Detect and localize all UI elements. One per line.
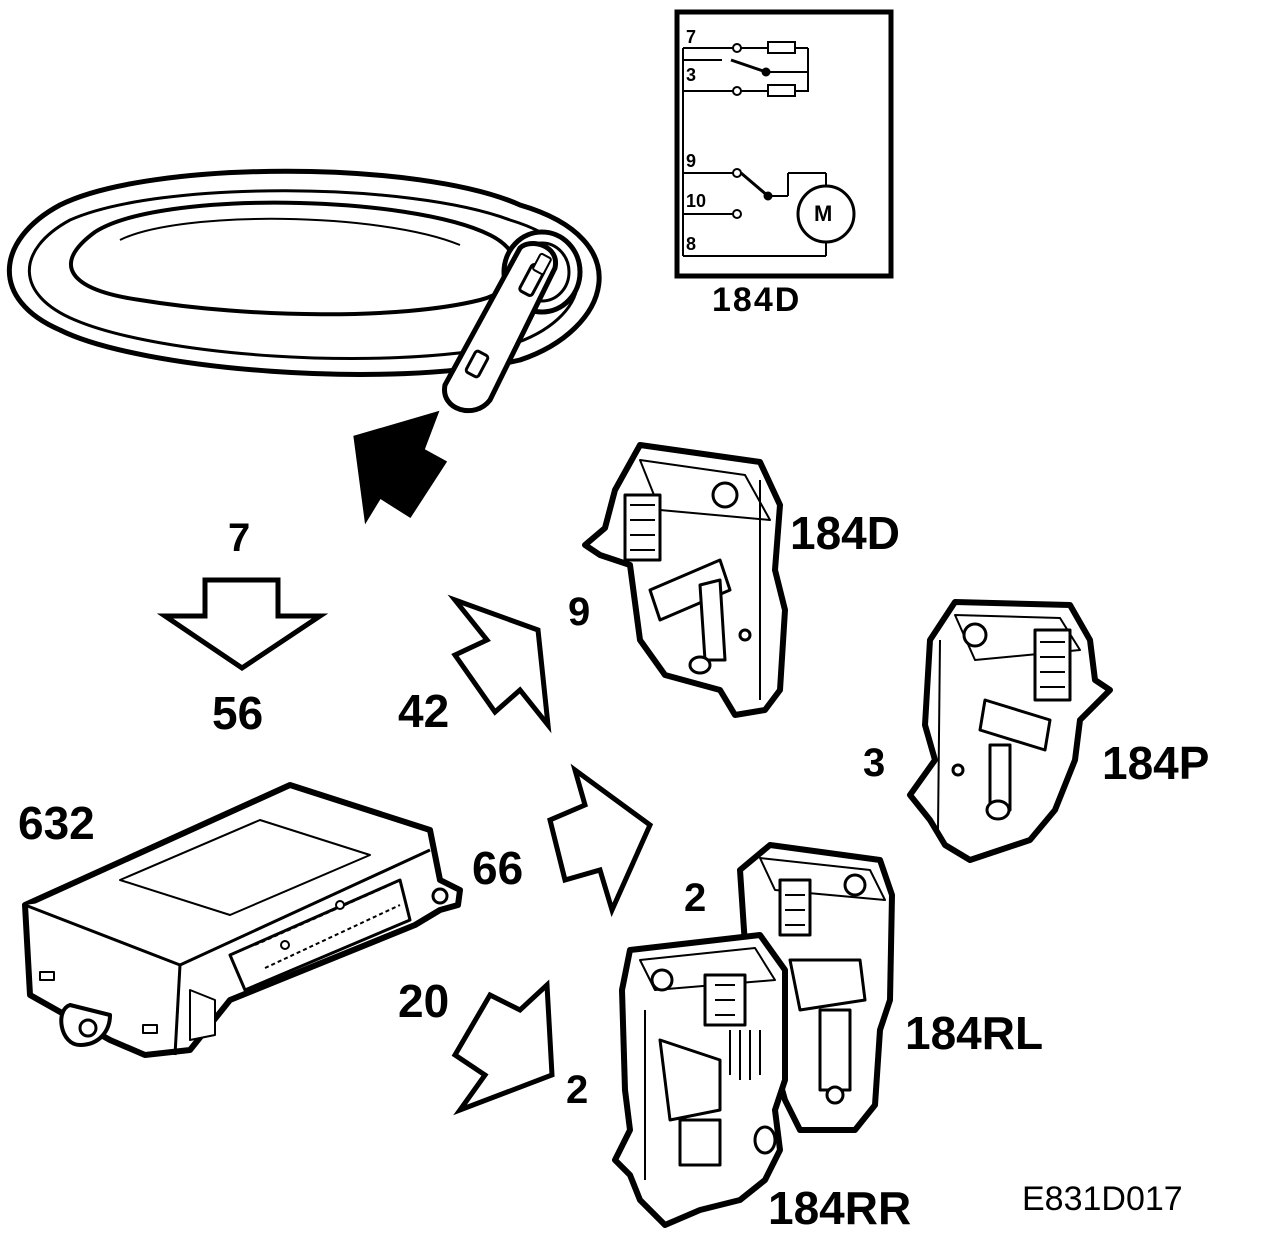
figure-code: E831D017: [1022, 1180, 1183, 1218]
door-handle: [6, 168, 602, 414]
arrow-label-7: 7: [228, 516, 251, 560]
schematic-pin-10: 10: [686, 191, 707, 211]
lock-184p-label: 184P: [1102, 737, 1210, 789]
lock-184rr: [612, 932, 788, 1228]
schematic-pin-7: 7: [686, 27, 697, 47]
arrow-42-icon: [447, 594, 552, 734]
schematic-pin-3: 3: [686, 65, 697, 85]
arrow-66-icon: [547, 763, 654, 918]
arrow-label-42: 42: [398, 685, 450, 737]
control-unit-label: 632: [18, 797, 95, 849]
open-down-arrow-icon: [156, 577, 329, 672]
lock-184d: [582, 442, 788, 718]
lock-184d-label: 184D: [790, 507, 900, 559]
lock-184rr-label: 184RR: [768, 1182, 912, 1234]
schematic-184d: [674, 9, 894, 279]
arrow-label-66: 66: [472, 842, 524, 894]
control-unit-632: [22, 782, 463, 1058]
motor-label: M: [814, 201, 833, 226]
lock-184rl-pin: 2: [684, 876, 707, 920]
schematic-pin-8: 8: [686, 234, 697, 254]
arrow-label-20: 20: [398, 975, 450, 1027]
solid-arrow-icon: [353, 410, 448, 525]
lock-184p: [907, 599, 1113, 863]
arrow-20-icon: [451, 979, 555, 1116]
schematic-title: 184D: [712, 281, 802, 319]
arrow-label-56: 56: [212, 687, 264, 739]
lock-184p-pin: 3: [863, 741, 886, 785]
lock-184rr-pin: 2: [566, 1068, 589, 1112]
lock-184rl-label: 184RL: [905, 1007, 1044, 1059]
lock-184d-pin: 9: [568, 590, 591, 634]
schematic-pin-9: 9: [686, 151, 697, 171]
